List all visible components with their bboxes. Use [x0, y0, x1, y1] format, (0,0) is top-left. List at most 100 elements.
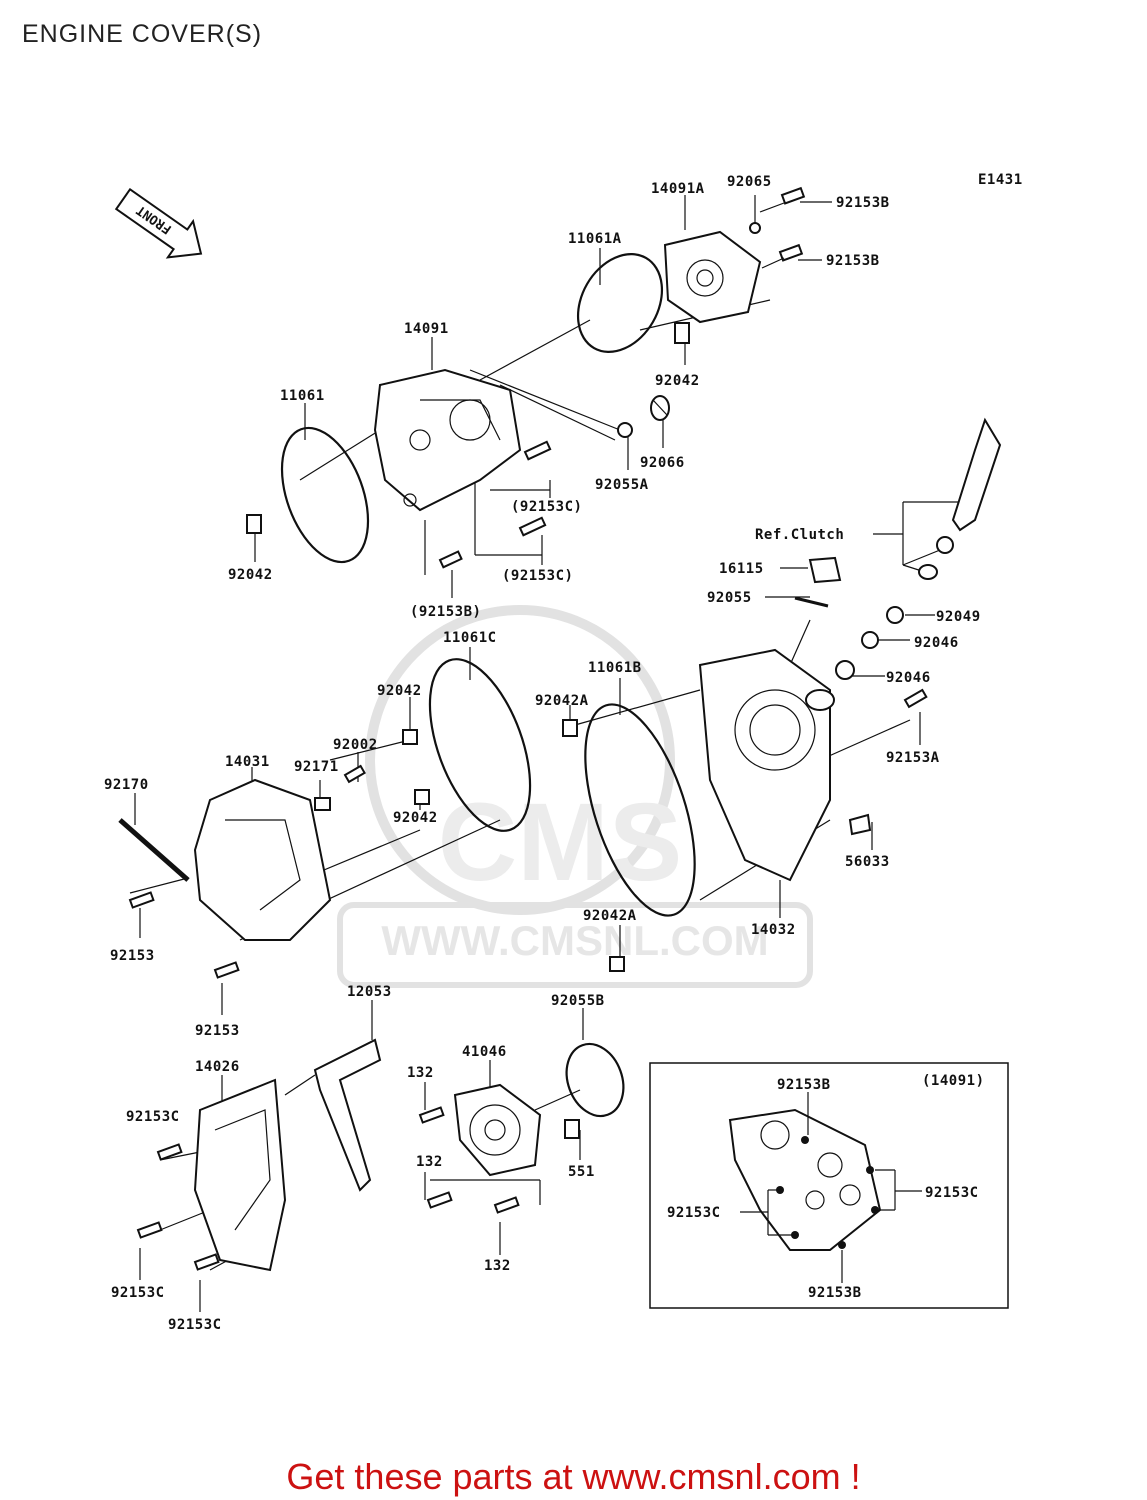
part-label: 11061 — [280, 388, 325, 404]
leader-lines — [129, 195, 975, 1312]
bolt — [128, 891, 155, 909]
part-label: 132 — [407, 1065, 434, 1081]
bolt — [136, 1221, 163, 1239]
inset-ref-label: (14091) — [922, 1073, 985, 1089]
bolt — [761, 243, 804, 269]
dowel-pin — [402, 729, 418, 745]
part-label: 92066 — [640, 455, 685, 471]
part-label: 92153 — [110, 948, 155, 964]
bolt — [523, 440, 552, 461]
gasket-11061C — [428, 658, 532, 832]
bolt — [518, 516, 547, 537]
washer-92046 — [835, 660, 855, 680]
pulse-cover-14091 — [373, 368, 522, 512]
part-label: 11061A — [568, 231, 622, 247]
bolt — [426, 1191, 453, 1209]
gasket-11061 — [280, 426, 370, 564]
dowel-pin — [246, 514, 262, 534]
dowel-pin — [609, 956, 625, 972]
part-label: 14032 — [751, 922, 796, 938]
part-label: 92055 — [707, 590, 752, 606]
part-label: 551 — [568, 1164, 595, 1180]
watermark-logo: CMS — [438, 781, 682, 904]
watermark-url: WWW.CMSNL.COM — [381, 917, 768, 964]
plug-92066 — [650, 395, 670, 421]
part-label: 92042A — [583, 908, 637, 924]
dowel-551 — [564, 1119, 580, 1139]
part-label: 11061C — [443, 630, 497, 646]
bolt — [903, 688, 928, 709]
part-label: 92153C — [168, 1317, 222, 1333]
part-label: 92153C — [126, 1109, 180, 1125]
cover-41046 — [453, 1083, 542, 1177]
washer-92046 — [861, 631, 879, 649]
part-label: 14091A — [651, 181, 705, 197]
part-label: 92065 — [727, 174, 772, 190]
part-label: 132 — [416, 1154, 443, 1170]
part-label: 132 — [484, 1258, 511, 1274]
part-label: 92046 — [914, 635, 959, 651]
dowel-pin — [674, 322, 690, 344]
part-label: 92171 — [294, 759, 339, 775]
bolt — [213, 961, 240, 979]
part-label: 92153 — [195, 1023, 240, 1039]
inset-leaders — [740, 1092, 922, 1283]
part-label: 92042 — [228, 567, 273, 583]
part-label: 92153C — [667, 1205, 721, 1221]
part-label: 92153B — [836, 195, 890, 211]
clutch-lever — [918, 417, 1002, 580]
part-label: 92153B — [777, 1077, 831, 1093]
diagram-code: E1431 — [978, 172, 1023, 188]
label-56033 — [848, 813, 872, 836]
gasket-11061A — [576, 253, 664, 353]
clutch-cover-14091A — [663, 230, 762, 324]
part-label: 12053 — [347, 984, 392, 1000]
part-label: 92055B — [551, 993, 605, 1009]
bolt — [759, 186, 806, 213]
part-label: 92042 — [377, 683, 422, 699]
part-label: 11061B — [588, 660, 642, 676]
part-label: (92153C) — [511, 499, 582, 515]
page-title: ENGINE COVER(S) — [22, 20, 263, 48]
part-label: Ref.Clutch — [755, 527, 844, 543]
plate-12053 — [313, 1038, 382, 1192]
part-label: 92042 — [655, 373, 700, 389]
o-ring — [617, 422, 633, 438]
part-label: 92002 — [333, 737, 378, 753]
watermark: WWW.CMSNL.COM CMS — [337, 605, 813, 988]
bolt — [438, 550, 463, 569]
part-label: 14026 — [195, 1059, 240, 1075]
part-label: 14031 — [225, 754, 270, 770]
bolt — [343, 764, 366, 784]
bolt — [193, 1253, 220, 1271]
rod-92170 — [118, 818, 190, 882]
front-arrow-icon: FRONT — [114, 187, 203, 259]
part-label: 92153A — [886, 750, 940, 766]
generator-cover-14031 — [193, 778, 332, 941]
o-ring-92055B — [565, 1042, 625, 1118]
bolt — [156, 1143, 183, 1161]
part-label: (92153B) — [410, 604, 481, 620]
pin-92055 — [794, 596, 829, 608]
part-label: 14091 — [404, 321, 449, 337]
dowel-pin — [562, 719, 578, 737]
part-16115 — [808, 556, 842, 584]
gasket-11061B — [584, 703, 696, 917]
part-label: 16115 — [719, 561, 764, 577]
part-label: 56033 — [845, 854, 890, 870]
part-label: 92153B — [808, 1285, 862, 1301]
washer — [749, 222, 761, 234]
part-label: 92042A — [535, 693, 589, 709]
part-label: 92055A — [595, 477, 649, 493]
part-label: 92170 — [104, 777, 149, 793]
footer-promo-text: Get these parts at www.cmsnl.com ! — [286, 1456, 861, 1497]
part-label: 41046 — [462, 1044, 507, 1060]
part-label: 92042 — [393, 810, 438, 826]
clutch-cover-14032 — [698, 648, 835, 882]
seal-92049 — [886, 606, 904, 624]
part-label: 92046 — [886, 670, 931, 686]
part-label: 92049 — [936, 609, 981, 625]
dowel-pin — [414, 789, 430, 805]
part-label: 92153B — [826, 253, 880, 269]
